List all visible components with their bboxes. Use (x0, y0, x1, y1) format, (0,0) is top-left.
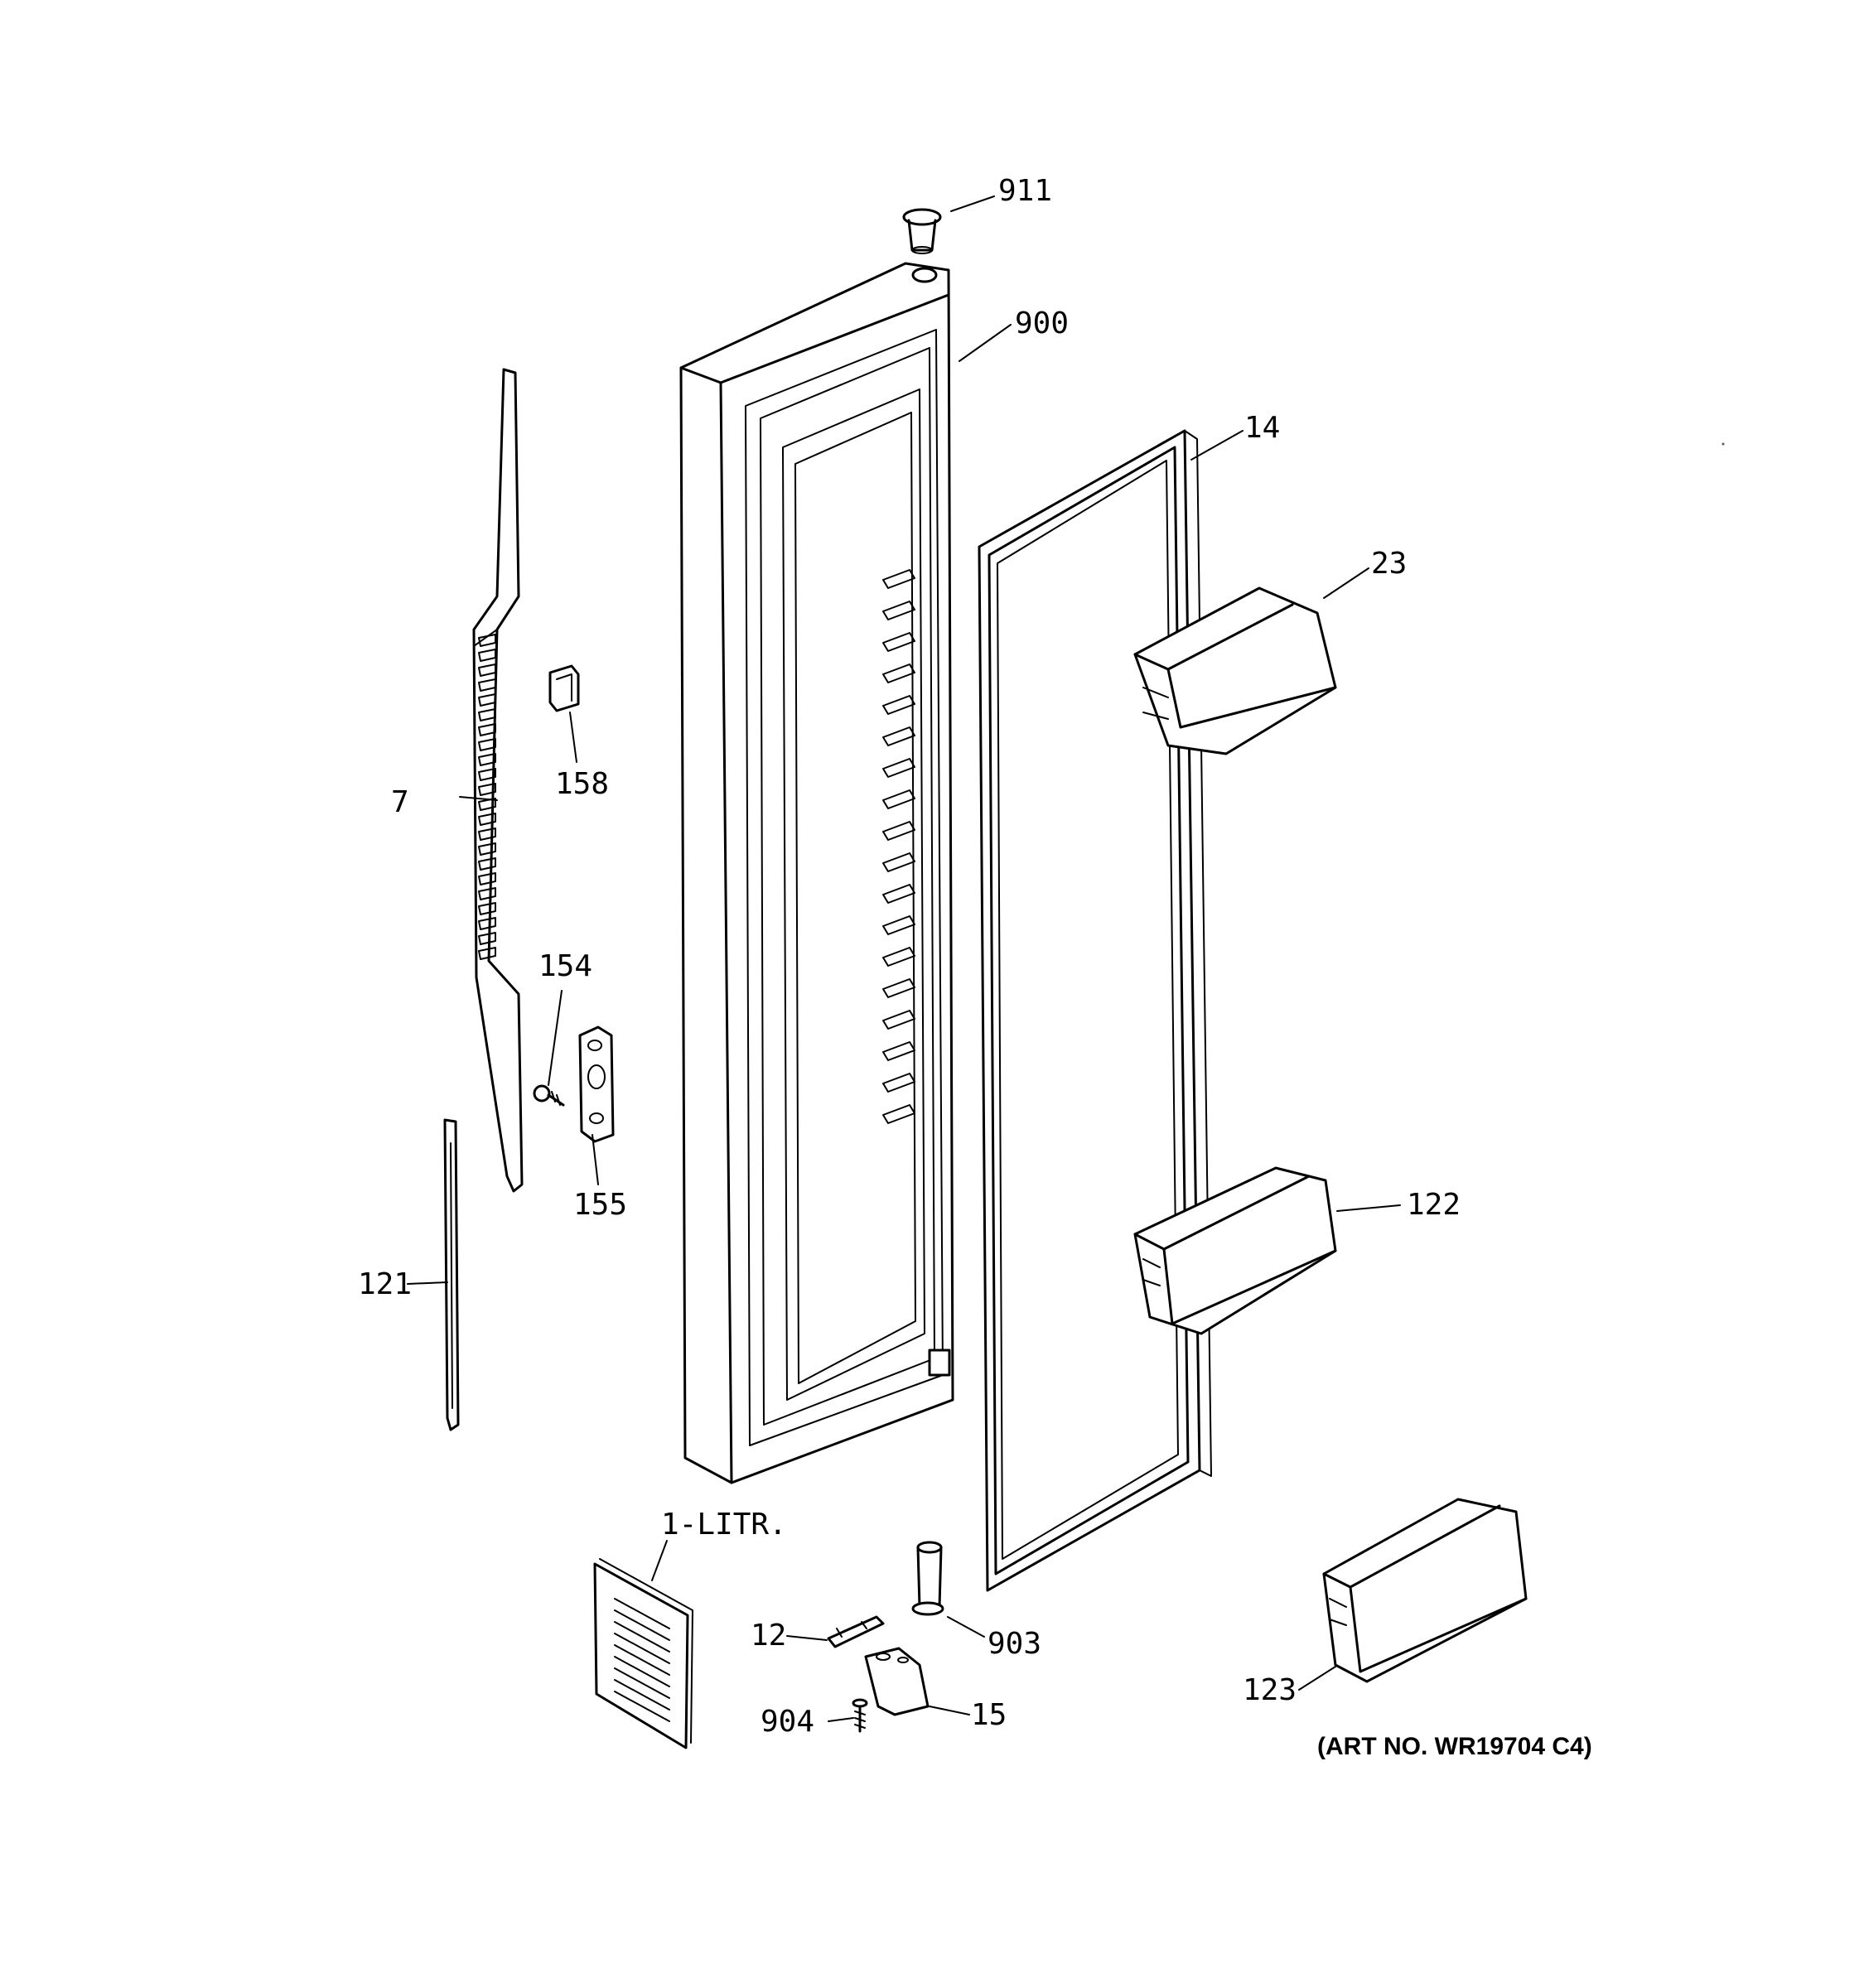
part-904-screw (852, 1698, 868, 1733)
label-123: 123 (1243, 1673, 1297, 1707)
booklet-text-line (614, 1598, 670, 1629)
handle-rib (478, 753, 496, 766)
bin-support (882, 789, 915, 809)
part-123-door-bin (1322, 1498, 1528, 1683)
label-121: 121 (358, 1267, 412, 1301)
handle-rib (478, 917, 496, 930)
bin-support (882, 663, 915, 683)
bin-support (882, 758, 915, 778)
bin-support (882, 915, 915, 935)
part-15-bottom-hinge (864, 1647, 930, 1716)
handle-rib (478, 947, 496, 960)
part-labels: 911 900 14 23 7 158 154 155 121 122 1-LI… (358, 174, 1461, 1739)
handle-rib (478, 663, 496, 677)
bin-support (882, 947, 915, 967)
part-23-door-bin (1133, 586, 1337, 755)
booklet-text-line (614, 1621, 670, 1653)
bin-support (882, 1010, 915, 1030)
part-14-door-gasket (978, 429, 1212, 1592)
part-911-bushing (902, 208, 942, 254)
label-155: 155 (573, 1188, 627, 1222)
handle-rib (478, 768, 496, 781)
label-14: 14 (1244, 411, 1280, 445)
booklet-text-line (614, 1609, 670, 1641)
handle-rib (478, 828, 496, 841)
handle-rib (478, 813, 496, 826)
leader-lines (407, 195, 1401, 1722)
booklet-text-line (614, 1691, 670, 1722)
handle-rib (478, 708, 496, 721)
bin-support (882, 695, 915, 715)
bin-support (882, 1073, 915, 1093)
bin-support (882, 726, 915, 746)
bin-support (882, 821, 915, 841)
handle-rib (478, 887, 496, 900)
bin-support (882, 884, 915, 904)
label-900: 900 (1015, 306, 1069, 340)
handle-rib (478, 634, 496, 647)
part-154-screw (533, 1084, 565, 1107)
bin-support (882, 1104, 915, 1124)
label-904: 904 (761, 1705, 814, 1739)
part-900-door-shell (679, 262, 954, 1484)
booklet-text-line (614, 1644, 670, 1676)
label-15: 15 (971, 1698, 1007, 1732)
bin-support (882, 569, 915, 589)
label-23: 23 (1371, 547, 1407, 581)
handle-rib (478, 649, 496, 662)
part-7-handle (472, 368, 524, 1193)
bin-support (882, 1041, 915, 1061)
booklet-text-line (614, 1656, 670, 1687)
art-number: (ART NO. WR19704 C4) (1317, 1733, 1592, 1760)
label-903: 903 (988, 1627, 1041, 1661)
part-1-litr-literature (593, 1558, 693, 1749)
label-911: 911 (998, 174, 1052, 208)
label-122: 122 (1407, 1188, 1461, 1222)
handle-rib (478, 738, 496, 751)
handle-rib (478, 857, 496, 871)
handle-rib (478, 902, 496, 915)
part-155-hinge-bracket (578, 1025, 615, 1143)
bin-support (882, 601, 915, 620)
handle-rib (478, 678, 496, 692)
booklet-text-line (614, 1633, 670, 1664)
label-7: 7 (391, 785, 409, 819)
part-158-handle-end-cap (548, 664, 580, 712)
handle-rib (478, 842, 496, 856)
part-122-door-bin (1133, 1166, 1337, 1335)
bin-support (882, 632, 915, 652)
bin-support (882, 852, 915, 872)
label-1-litr: 1-LITR. (661, 1508, 787, 1542)
handle-rib (478, 783, 496, 796)
booklet-text-line (614, 1679, 670, 1711)
handle-rib (478, 932, 496, 945)
part-121-trim-strip (443, 1118, 460, 1431)
booklet-text-line (614, 1667, 670, 1699)
part-12-shim-plate (827, 1615, 885, 1648)
handle-rib (478, 872, 496, 885)
handle-rib (478, 693, 496, 707)
label-154: 154 (538, 949, 592, 983)
label-12: 12 (751, 1619, 786, 1653)
speck (1722, 442, 1725, 446)
handle-rib (478, 723, 496, 736)
bin-support (882, 978, 915, 998)
part-903-hinge-pin (911, 1541, 944, 1616)
label-158: 158 (555, 767, 609, 801)
